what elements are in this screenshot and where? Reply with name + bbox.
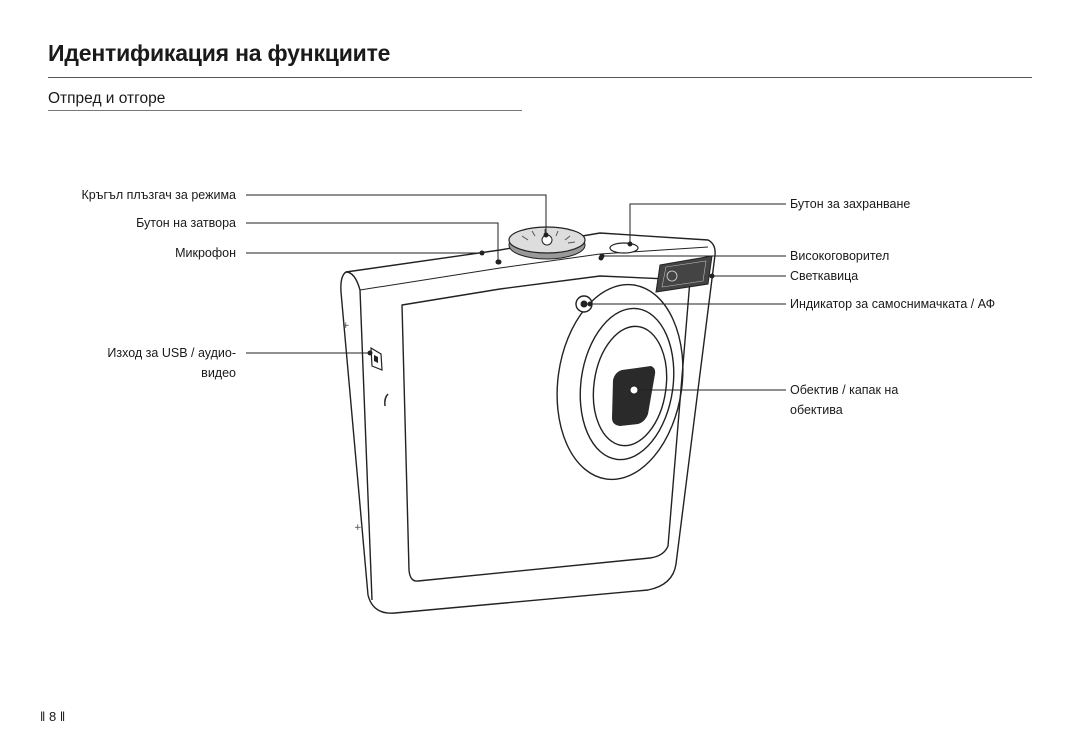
section-divider bbox=[48, 110, 522, 111]
svg-text:+: + bbox=[342, 321, 350, 331]
callout-flash: Светкавица bbox=[790, 269, 859, 283]
title-divider bbox=[48, 77, 1032, 78]
page-title: Идентификация на функциите bbox=[48, 40, 391, 66]
flash-window bbox=[655, 255, 713, 293]
camera-top-edge bbox=[359, 246, 709, 291]
callout-lens-line1: Обектив / капак на bbox=[790, 383, 899, 397]
lens-ring-inner bbox=[592, 325, 668, 447]
callout-microphone: Микрофон bbox=[175, 246, 236, 260]
lens-ring-outer bbox=[556, 283, 684, 481]
callout-power-button: Бутон за захранване bbox=[790, 197, 911, 211]
page-number: ‖ 8 ‖ bbox=[40, 709, 66, 724]
callout-usb-av-line1: Изход за USB / аудио- bbox=[107, 346, 236, 360]
leader-shutter bbox=[246, 222, 499, 262]
leader-mode-dial bbox=[246, 194, 547, 234]
power-button bbox=[609, 242, 639, 254]
leader-power bbox=[629, 203, 786, 244]
callout-lens-line2: обектива bbox=[790, 403, 843, 417]
callout-speaker: Високоговорител bbox=[790, 249, 890, 263]
callout-shutter-button: Бутон на затвора bbox=[136, 216, 236, 230]
callout-af-lamp: Индикатор за самоснимачката / АФ bbox=[790, 297, 996, 311]
camera-body-outline bbox=[340, 232, 716, 614]
lens-center bbox=[629, 385, 639, 395]
section-title: Отпред и отгоре bbox=[48, 90, 166, 107]
camera-front-panel bbox=[401, 275, 691, 582]
strap-hook bbox=[384, 393, 389, 407]
callout-mode-dial: Кръгъл плъзгач за режима bbox=[81, 188, 236, 202]
lens-cover bbox=[612, 366, 656, 426]
camera-side-edge bbox=[345, 271, 373, 601]
callout-usb-av-line2: видео bbox=[201, 366, 236, 380]
svg-text:+: + bbox=[354, 523, 362, 533]
